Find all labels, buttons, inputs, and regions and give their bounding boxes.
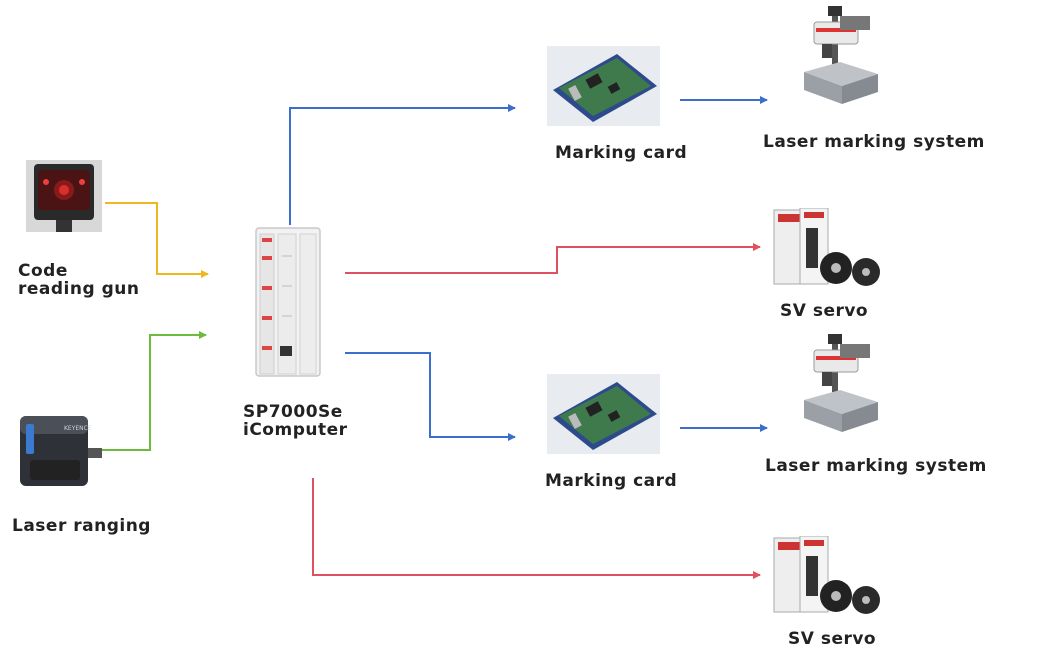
wire-controller-to-marking-card-1 — [289, 104, 516, 225]
laser-marking-system-1-image — [804, 6, 878, 104]
wire-code-gun-to-controller — [105, 202, 209, 278]
wire-controller-to-marking-card-2 — [345, 352, 516, 441]
wire-controller-to-servo-1 — [345, 243, 761, 274]
wire-laser-ranging-to-controller — [100, 331, 207, 451]
laser-marking-system-1-label: Laser marking system — [763, 132, 985, 152]
sv-servo-1-label: SV servo — [780, 301, 869, 321]
code-reading-gun-image — [26, 160, 102, 232]
sv-servo-2-label: SV servo — [788, 629, 877, 649]
marking-card-2-image — [547, 374, 660, 454]
laser-ranging-label: Laser ranging — [12, 516, 151, 536]
svg-text:KEYENCE: KEYENCE — [64, 425, 92, 432]
wire-controller-to-servo-2 — [312, 478, 761, 579]
laser-ranging-sensor-image: KEYENCE — [20, 416, 102, 486]
controller-label: SP7000Se iComputer — [243, 402, 348, 440]
sv-servo-1-image — [773, 208, 880, 286]
marking-card-2-label: Marking card — [545, 471, 678, 491]
sv-servo-2-image — [773, 536, 880, 614]
laser-marking-system-2-image — [804, 334, 878, 432]
marking-card-1-image — [547, 46, 660, 126]
sp7000se-controller-image — [255, 227, 321, 377]
laser-marking-system-2-label: Laser marking system — [765, 456, 987, 476]
marking-card-1-label: Marking card — [555, 143, 688, 163]
code-reading-gun-label: Code reading gun — [18, 261, 140, 299]
